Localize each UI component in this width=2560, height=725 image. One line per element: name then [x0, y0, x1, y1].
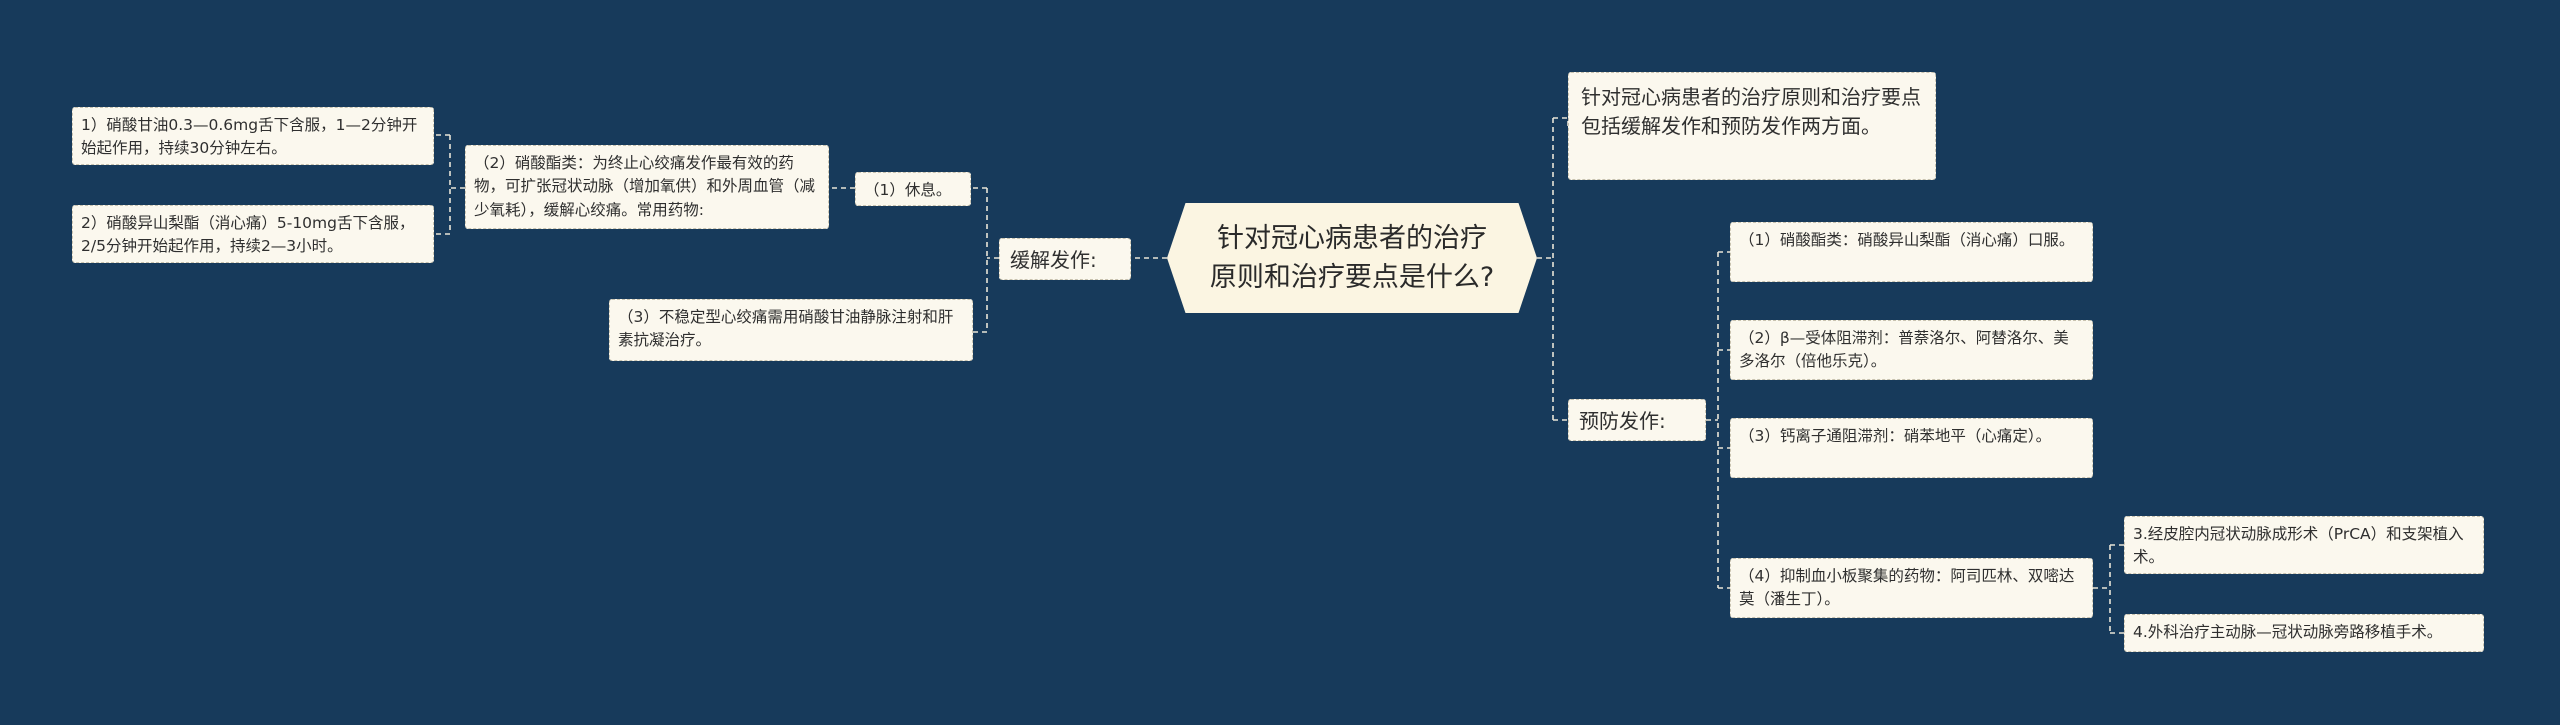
prevention-item-4[interactable]: （4）抑制血小板聚集的药物：阿司匹林、双嘧达莫（潘生丁）。 [1730, 558, 2093, 618]
prevention-item-2[interactable]: （2）β—受体阻滞剂：普萘洛尔、阿替洛尔、美多洛尔（倍他乐克）。 [1730, 320, 2093, 380]
drug-isosorbide-node[interactable]: 2）硝酸异山梨酯（消心痛）5-10mg舌下含服，2/5分钟开始起作用，持续2—3… [72, 205, 434, 263]
connector-principle [1553, 117, 1569, 126]
relief-node[interactable]: 缓解发作: [999, 238, 1131, 280]
prevention-node[interactable]: 预防发作: [1568, 399, 1706, 441]
central-topic[interactable]: 针对冠心病患者的治疗原则和治疗要点是什么? [1167, 203, 1537, 313]
drug-nitroglycerin-node[interactable]: 1）硝酸甘油0.3—0.6mg舌下含服，1—2分钟开始起作用，持续30分钟左右。 [72, 107, 434, 165]
procedure-ptca-node[interactable]: 3.经皮腔内冠状动脉成形术（PrCA）和支架植入术。 [2124, 516, 2484, 574]
rest-node[interactable]: （1）休息。 [855, 172, 971, 206]
nitrates-node[interactable]: （2）硝酸酯类：为终止心绞痛发作最有效的药物，可扩张冠状动脉（增加氧供）和外周血… [465, 145, 829, 229]
prevention-item-1[interactable]: （1）硝酸酯类：硝酸异山梨酯（消心痛）口服。 [1730, 222, 2093, 282]
prevention-item-3[interactable]: （3）钙离子通阻滞剂：硝苯地平（心痛定）。 [1730, 418, 2093, 478]
unstable-angina-node[interactable]: （3）不稳定型心绞痛需用硝酸甘油静脉注射和肝素抗凝治疗。 [609, 299, 973, 361]
principle-node[interactable]: 针对冠心病患者的治疗原则和治疗要点包括缓解发作和预防发作两方面。 [1568, 72, 1936, 180]
procedure-cabg-node[interactable]: 4.外科治疗主动脉—冠状动脉旁路移植手术。 [2124, 614, 2484, 652]
